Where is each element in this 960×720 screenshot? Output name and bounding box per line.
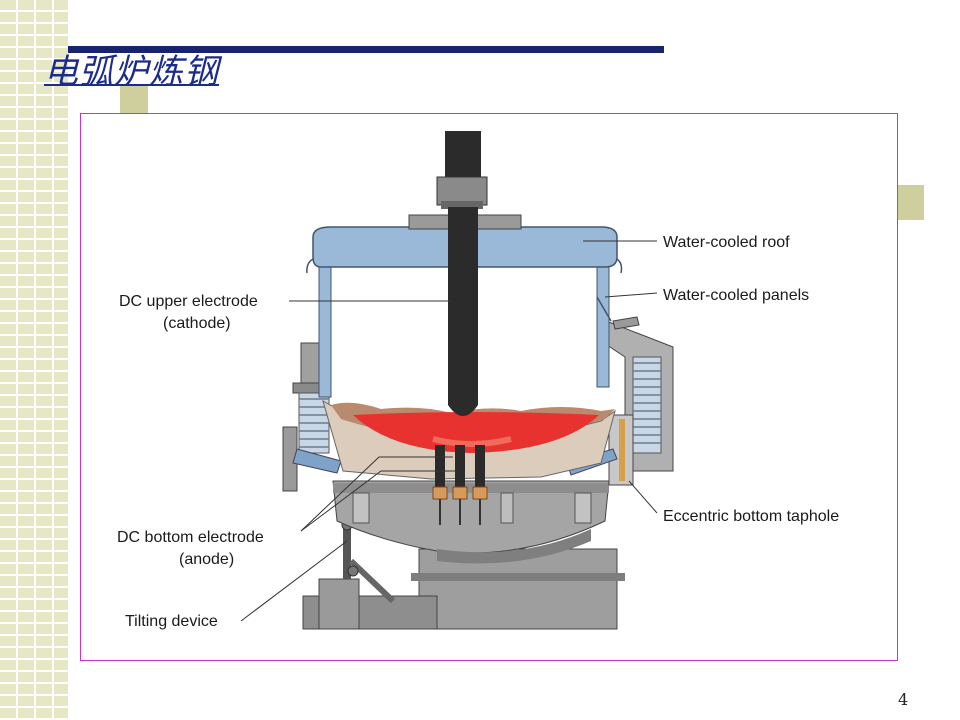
right-wall bbox=[566, 316, 674, 486]
label-upper-electrode: DC upper electrode bbox=[119, 293, 258, 310]
right-accent-square bbox=[898, 185, 924, 220]
label-panels: Water-cooled panels bbox=[663, 287, 809, 304]
tilting-mechanism bbox=[302, 519, 438, 630]
left-stripe-decoration bbox=[0, 0, 68, 720]
label-bottom-electrode-sub: (anode) bbox=[179, 551, 234, 568]
callout-lines bbox=[240, 240, 658, 622]
bottom-electrodes bbox=[432, 445, 488, 525]
label-roof: Water-cooled roof bbox=[663, 234, 790, 251]
slide-title: 电弧炉炼钢 bbox=[44, 52, 219, 92]
upper-electrode bbox=[436, 131, 488, 416]
diagram-frame: Water-cooled roof Water-cooled panels DC… bbox=[80, 113, 898, 661]
left-wall bbox=[282, 342, 342, 492]
label-taphole: Eccentric bottom taphole bbox=[663, 508, 839, 525]
page-number: 4 bbox=[898, 690, 909, 709]
bottom-shell bbox=[332, 480, 610, 564]
label-upper-electrode-sub: (cathode) bbox=[163, 315, 231, 332]
label-bottom-electrode: DC bottom electrode bbox=[117, 529, 264, 546]
eaf-diagram: Water-cooled roof Water-cooled panels DC… bbox=[117, 131, 839, 630]
title-accent-square bbox=[120, 85, 148, 113]
hearth bbox=[322, 399, 616, 480]
title-bar bbox=[68, 46, 664, 53]
label-tilting: Tilting device bbox=[125, 613, 218, 630]
